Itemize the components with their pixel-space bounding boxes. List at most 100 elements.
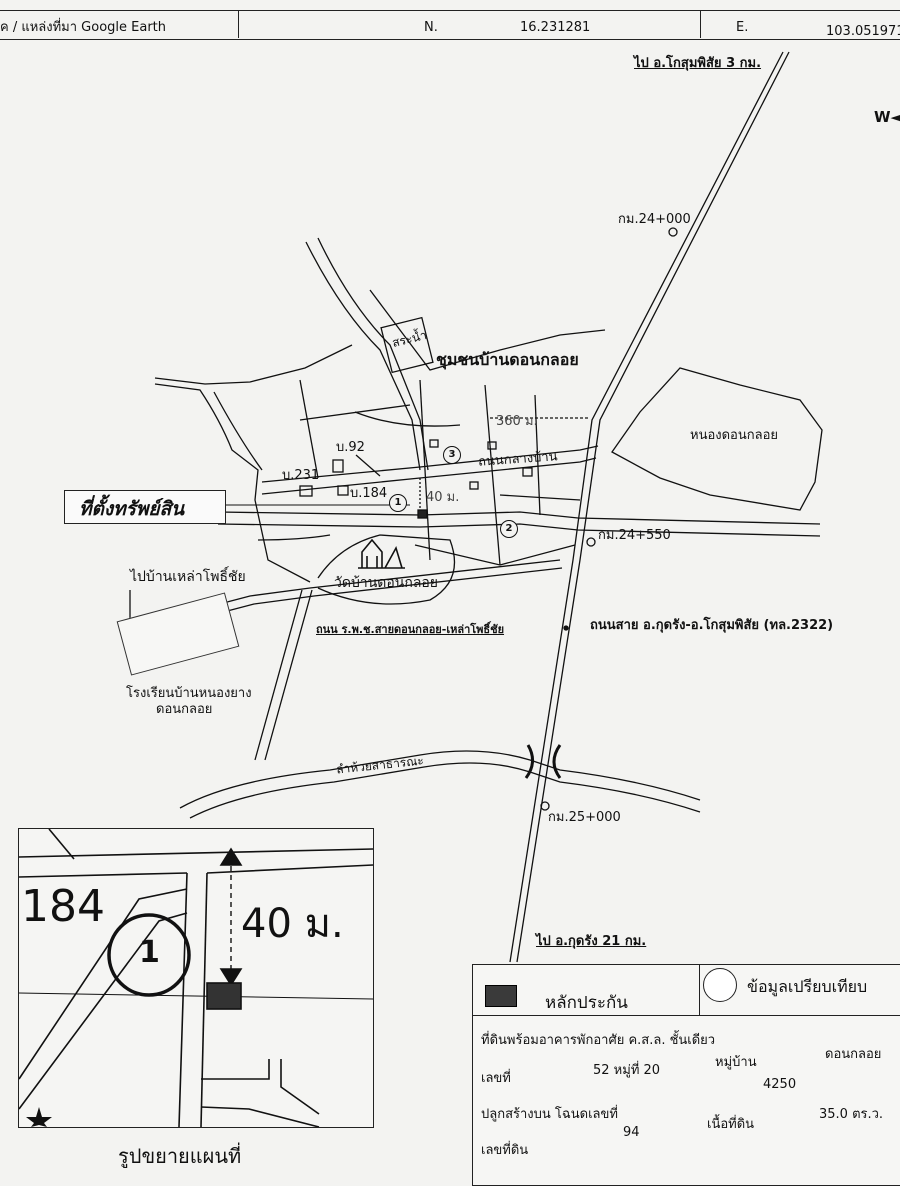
inset-road <box>19 848 373 858</box>
highway-2322-road <box>509 51 784 963</box>
north-label: N. <box>424 20 438 35</box>
inset-road <box>178 872 188 1127</box>
label-to-kosum: ไป อ.โกสุมพิสัย 3 กม. <box>634 56 762 71</box>
label-to-kudrang: ไป อ.กุดรัง 21 กม. <box>536 934 647 949</box>
label-b231: บ.231 <box>282 468 320 483</box>
inset-distance: 40 ม. <box>241 901 344 947</box>
parcel-value: 94 <box>623 1125 640 1140</box>
asset-location-box: ที่ตั้งทรัพย์สิน <box>64 490 226 524</box>
road <box>305 241 421 471</box>
inset-caption: รูปขยายแผนที่ <box>118 1144 242 1168</box>
deed-value: 4250 <box>763 1077 797 1092</box>
label-km-25000: กม.25+000 <box>548 810 621 825</box>
km-marker-icon <box>586 537 596 547</box>
legend-divider <box>699 965 700 1015</box>
marker-1: 1 <box>389 494 407 512</box>
road <box>217 523 821 537</box>
inset-road <box>19 888 188 1080</box>
road <box>217 511 821 525</box>
road <box>317 237 429 471</box>
label-rpc-road: ถนน ร.พ.ช.สายดอนกลอย-เหล่าโพธิ์ชัย <box>316 623 505 636</box>
star-icon <box>26 1107 52 1127</box>
village-value: ดอนกลอย <box>825 1047 882 1062</box>
header-row <box>0 10 900 40</box>
building <box>487 441 497 450</box>
house-no-label: เลขที่ <box>481 1071 511 1086</box>
road <box>414 544 576 566</box>
road <box>369 289 606 371</box>
compass-west-icon: W◄ <box>874 108 900 126</box>
road <box>154 344 353 385</box>
area-label: เนื้อที่ดิน <box>707 1117 755 1132</box>
building-231 <box>299 485 313 497</box>
label-b92: บ.92 <box>336 440 365 455</box>
source-label: ค / แหล่งที่มา Google Earth <box>0 20 167 35</box>
inset-map <box>19 829 373 1127</box>
village-label: หมู่บ้าน <box>715 1055 757 1070</box>
inset-road <box>280 1059 320 1115</box>
north-coordinate: 16.231281 <box>520 20 591 35</box>
label-b184: บ.184 <box>350 486 388 501</box>
legend-header-row <box>473 965 900 1016</box>
road <box>254 589 303 761</box>
inset-marker-label: 1 <box>139 935 160 970</box>
road <box>534 394 541 516</box>
bridge-mark <box>552 744 562 779</box>
pointer-dot-icon <box>563 625 569 631</box>
inset-road <box>201 1059 270 1080</box>
km-marker-icon <box>668 227 678 237</box>
label-community: ชุมชนบ้านดอนกลอย <box>436 350 579 369</box>
road <box>299 379 319 479</box>
label-temple: วัดบ้านดอนกลอย <box>334 575 439 591</box>
road <box>257 534 331 541</box>
label-to-lao: ไปบ้านเหล่าโพธิ์ชัย <box>130 569 246 585</box>
label-school-2: ดอนกลอย <box>156 702 213 717</box>
property-description: ที่ดินพร้อมอาคารพักอาศัย ค.ส.ล. ชั้นเดีย… <box>481 1033 716 1048</box>
east-label: E. <box>736 20 749 35</box>
building <box>469 481 479 490</box>
legend-collateral: หลักประกัน <box>545 993 628 1013</box>
parcel-label: เลขที่ดิน <box>481 1143 529 1158</box>
header-divider <box>238 10 239 38</box>
dimension-arrow-up-icon <box>219 847 243 866</box>
building <box>429 439 439 448</box>
inset-road <box>200 872 208 1127</box>
label-360m: 360 ม. <box>496 414 538 429</box>
road <box>213 391 263 471</box>
header-divider <box>700 10 701 38</box>
inset-line <box>19 992 373 1000</box>
temple-road <box>317 534 456 605</box>
marker-3: 3 <box>443 446 461 464</box>
road <box>499 494 581 501</box>
inset-road <box>19 912 188 1110</box>
bridge-mark <box>524 744 534 779</box>
public-canal <box>179 750 701 809</box>
coordinate-header: ค / แหล่งที่มา Google Earth N. 16.231281… <box>0 0 900 44</box>
inset-road <box>19 864 373 878</box>
label-highway: ถนนสาย อ.กุดรัง-อ.โกสุมพิสัย (ทล.2322) <box>590 618 834 633</box>
inset-road <box>200 1106 320 1127</box>
east-coordinate: 103.051971 <box>826 24 900 39</box>
area-value: 35.0 ตร.ว. <box>819 1107 884 1122</box>
pond-shape <box>380 316 434 374</box>
label-school-1: โรงเรียนบ้านหนองยาง <box>126 686 252 701</box>
legend-comparison: ข้อมูลเปรียบเทียบ <box>747 977 868 996</box>
dimension-arrow-down-icon <box>219 968 243 987</box>
building-92 <box>332 459 344 473</box>
road <box>354 411 461 427</box>
enlarged-map-inset: 184 40 ม. 1 <box>18 828 374 1128</box>
legend-table: หลักประกัน ข้อมูลเปรียบเทียบ ที่ดินพร้อม… <box>472 964 900 1186</box>
deed-label: ปลูกสร้างบน โฉนดเลขที่ <box>481 1107 618 1122</box>
building <box>522 467 533 477</box>
public-canal <box>189 762 701 819</box>
label-km-24000: กม.24+000 <box>618 212 691 227</box>
km-marker-icon <box>540 801 550 811</box>
village-main-road <box>261 445 599 483</box>
road <box>264 589 313 761</box>
road <box>419 379 431 561</box>
marker-2: 2 <box>500 520 518 538</box>
asset-location-label: ที่ตั้งทรัพย์สิน <box>79 498 185 520</box>
comparison-symbol-icon <box>703 968 737 1002</box>
temple-icon <box>358 538 405 569</box>
label-swamp: หนองดอนกลอย <box>690 428 779 443</box>
